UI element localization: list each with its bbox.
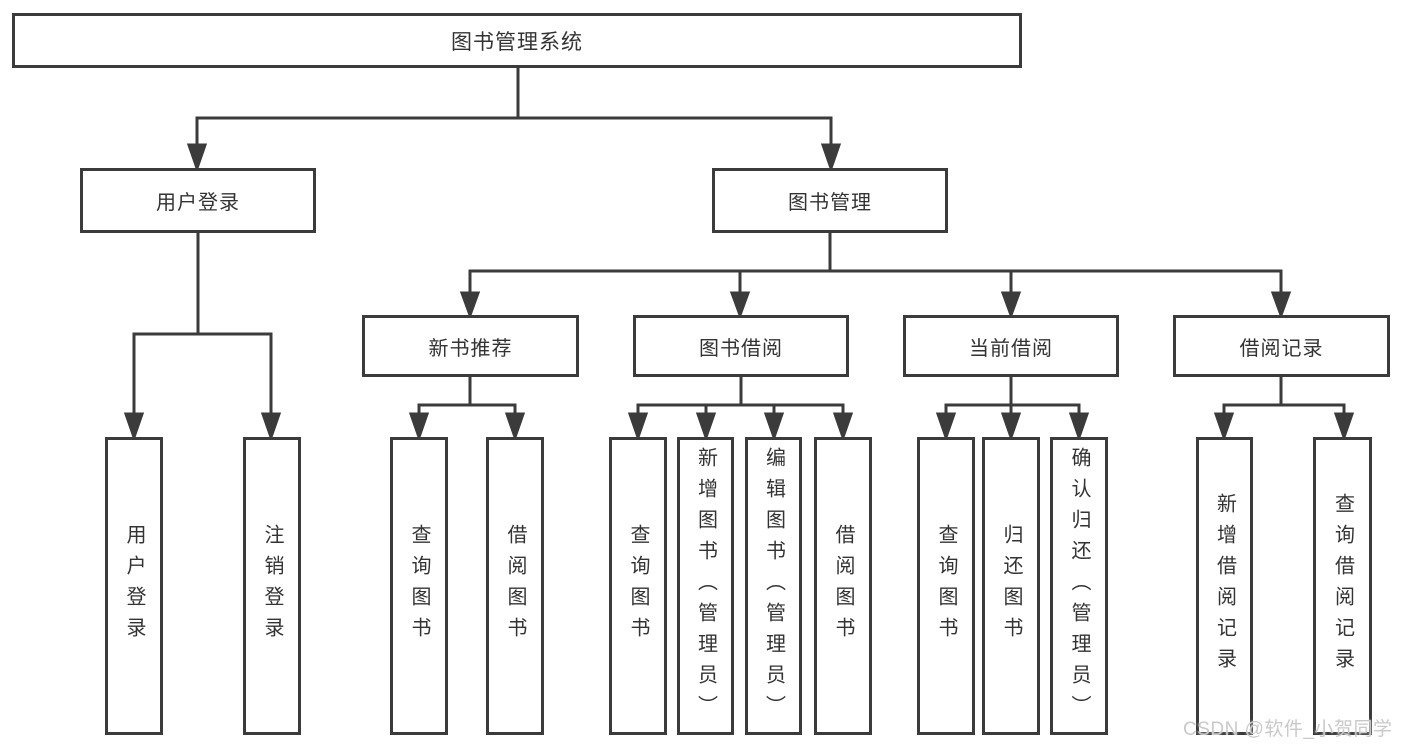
- node-label: 借阅记录: [1239, 337, 1324, 360]
- leaf-borrow-books: 借阅图书: [814, 437, 872, 735]
- node-user-login: 用户登录: [80, 168, 316, 233]
- node-label: 用户登录: [156, 192, 240, 214]
- node-new-book-recommendation: 新书推荐: [362, 315, 579, 377]
- node-label: 新书推荐: [428, 337, 513, 360]
- csdn-watermark: CSDN @软件_小贺同学: [1183, 719, 1393, 740]
- node-label: 图书管理系统: [451, 30, 583, 54]
- leaf-logout: 注销登录: [243, 437, 301, 735]
- leaf-query-books-current: 查询图书: [917, 437, 975, 735]
- node-label: 查询图书: [935, 524, 957, 648]
- leaf-edit-books-admin: 编辑图书（管理员）: [745, 437, 802, 735]
- node-label: 借阅图书: [504, 524, 526, 648]
- node-label: 新增借阅记录: [1213, 493, 1236, 679]
- node-label: 图书借阅: [699, 337, 783, 360]
- node-label: 借阅图书: [832, 524, 854, 648]
- leaf-add-books-admin: 新增图书（管理员）: [677, 437, 734, 735]
- node-label: 查询图书: [408, 524, 430, 648]
- node-borrowing-records: 借阅记录: [1173, 315, 1390, 377]
- node-label: 确认归还（管理员）: [1068, 446, 1090, 726]
- leaf-confirm-return-admin: 确认归还（管理员）: [1050, 437, 1108, 735]
- node-book-borrowing: 图书借阅: [633, 315, 849, 377]
- node-label: 图书管理: [788, 192, 872, 214]
- node-book-management: 图书管理: [712, 168, 948, 233]
- leaf-add-borrow-record: 新增借阅记录: [1196, 437, 1253, 735]
- node-library-management-system: 图书管理系统: [12, 13, 1022, 68]
- leaf-query-books-borrowing: 查询图书: [609, 437, 667, 735]
- node-label: 注销登录: [261, 524, 283, 648]
- leaf-query-books-recommend: 查询图书: [390, 437, 448, 735]
- leaf-query-borrow-record: 查询借阅记录: [1313, 437, 1372, 735]
- node-label: 编辑图书（管理员）: [762, 446, 785, 726]
- node-label: 用户登录: [123, 524, 145, 648]
- node-current-borrowing: 当前借阅: [903, 315, 1119, 377]
- node-label: 新增图书（管理员）: [694, 446, 717, 726]
- node-label: 查询借阅记录: [1331, 493, 1354, 679]
- node-label: 当前借阅: [969, 337, 1053, 360]
- leaf-user-login: 用户登录: [105, 437, 163, 735]
- node-label: 归还图书: [1000, 524, 1022, 648]
- leaf-borrow-books-recommend: 借阅图书: [486, 437, 544, 735]
- leaf-return-books: 归还图书: [982, 437, 1040, 735]
- node-label: 查询图书: [627, 524, 649, 648]
